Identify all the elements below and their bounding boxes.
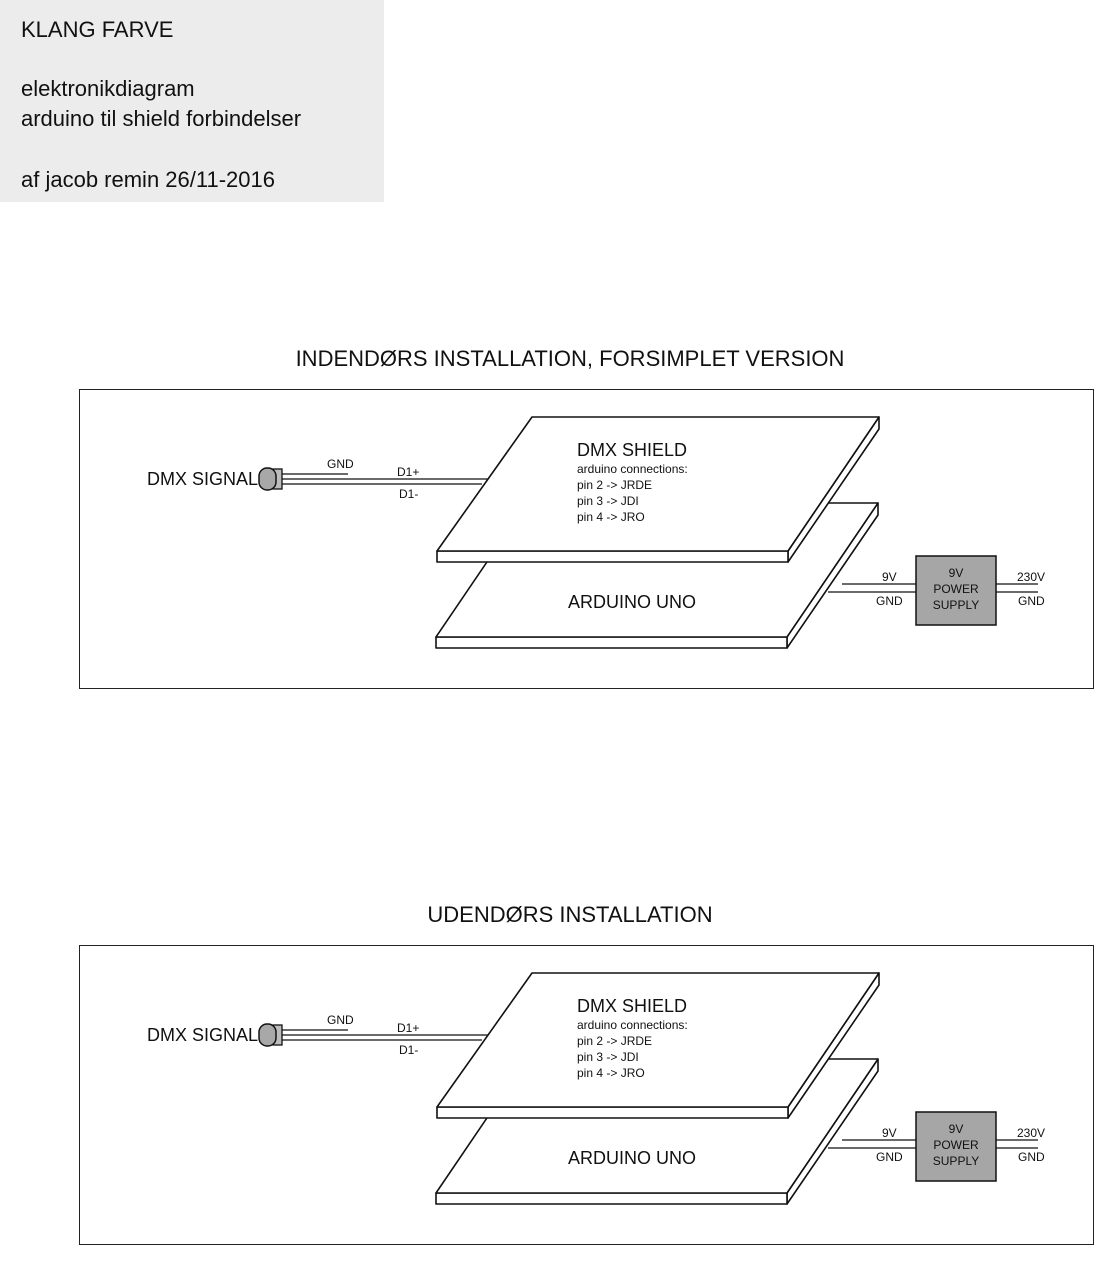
signal-wires — [280, 473, 488, 485]
title-block: KLANG FARVE elektronikdiagram arduino ti… — [0, 0, 384, 202]
shield-pin2: pin 2 -> JRDE — [577, 478, 652, 492]
power-gnd-label: GND — [876, 594, 903, 608]
psu-label-power: POWER — [933, 1138, 979, 1152]
psu-label-supply: SUPPLY — [933, 1154, 979, 1168]
shield-connections-heading: arduino connections: — [577, 1018, 688, 1032]
psu-label-9v: 9V — [949, 1122, 964, 1136]
dmx-shield-title: DMX SHIELD — [577, 440, 687, 460]
diagram-frame-outdoor — [79, 945, 1094, 1245]
mains-230v-label: 230V — [1017, 570, 1045, 584]
arduino-label: ARDUINO UNO — [568, 592, 696, 612]
power-9v-label: 9V — [882, 570, 897, 584]
diagram-type: elektronikdiagram — [21, 76, 195, 101]
gnd-wire-label: GND — [327, 457, 354, 471]
power-supply-box — [915, 1111, 997, 1182]
arduino-label: ARDUINO UNO — [568, 1148, 696, 1168]
dmx-shield-board — [436, 416, 880, 563]
xlr-connector-icon — [258, 467, 283, 491]
shield-connections-heading: arduino connections: — [577, 462, 688, 476]
power-supply-box — [915, 555, 997, 626]
power-wires — [828, 583, 1038, 593]
shield-pin2: pin 2 -> JRDE — [577, 1034, 652, 1048]
author-date: af jacob remin 26/11-2016 — [21, 167, 275, 192]
d1-plus-label: D1+ — [397, 465, 419, 479]
diagram-outdoor: DMX SIGNAL GND D1+ D1- ARDUINO UNO DMX S… — [147, 972, 1045, 1205]
shield-pin3: pin 3 -> JDI — [577, 494, 639, 508]
shield-pin3: pin 3 -> JDI — [577, 1050, 639, 1064]
signal-wires — [280, 1029, 488, 1041]
d1-minus-label: D1- — [399, 1043, 418, 1057]
d1-minus-label: D1- — [399, 487, 418, 501]
psu-label-power: POWER — [933, 582, 979, 596]
d1-plus-label: D1+ — [397, 1021, 419, 1035]
xlr-connector-icon — [258, 1023, 283, 1047]
project-title: KLANG FARVE — [21, 17, 174, 42]
dmx-shield-title: DMX SHIELD — [577, 996, 687, 1016]
dmx-signal-label: DMX SIGNAL — [147, 469, 258, 489]
mains-230v-label: 230V — [1017, 1126, 1045, 1140]
mains-gnd-label: GND — [1018, 1150, 1045, 1164]
power-gnd-label: GND — [876, 1150, 903, 1164]
power-9v-label: 9V — [882, 1126, 897, 1140]
power-wires — [828, 1139, 1038, 1149]
shield-pin4: pin 4 -> JRO — [577, 1066, 645, 1080]
diagram-subtitle: arduino til shield forbindelser — [21, 106, 302, 131]
dmx-signal-label: DMX SIGNAL — [147, 1025, 258, 1045]
shield-pin4: pin 4 -> JRO — [577, 510, 645, 524]
gnd-wire-label: GND — [327, 1013, 354, 1027]
psu-label-9v: 9V — [949, 566, 964, 580]
dmx-shield-board — [436, 972, 880, 1119]
diagram-indoor: DMX SIGNAL GND D1+ D1- ARDUINO UNO DMX S… — [147, 416, 1045, 649]
psu-label-supply: SUPPLY — [933, 598, 979, 612]
mains-gnd-label: GND — [1018, 594, 1045, 608]
section-title-indoor: INDENDØRS INSTALLATION, FORSIMPLET VERSI… — [295, 346, 845, 371]
diagram-frame-indoor — [79, 389, 1094, 689]
section-title-outdoor: UDENDØRS INSTALLATION — [427, 902, 713, 927]
